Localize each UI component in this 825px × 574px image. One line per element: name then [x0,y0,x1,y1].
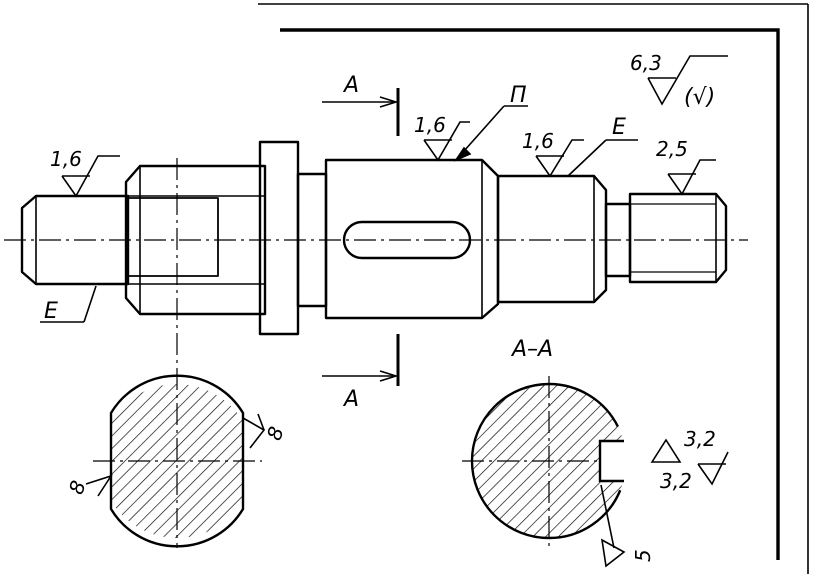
roughness-keyway-root: 5 [631,549,655,562]
shaft-main-view [20,140,728,336]
roughness-flat-right: 8 [262,423,289,443]
section-flats [109,374,245,548]
key-seat-section [324,158,500,320]
roughness-left-journal: 1,6 [50,147,82,171]
thread-section [628,192,728,284]
roughness-flat-left: 8 [64,477,91,497]
leaders [40,105,638,323]
section-mark-top: A [342,73,359,98]
right-journal [496,174,608,304]
roughness-right-journal: 1,6 [522,129,554,153]
section-mark-bottom: A [342,387,359,412]
roughness-key-seat: 1,6 [414,113,446,137]
roughness-thread: 2,5 [656,137,688,161]
roughness-keyway-side: 3,2 [660,469,692,493]
drawing-frame [258,3,809,574]
flat-rect [128,197,219,277]
cutting-plane [322,88,400,386]
section-title: A–A [510,337,553,362]
roughness-general: 6,3 [630,51,662,75]
roughness-symbols [61,55,729,568]
label-e-right: E [612,115,626,140]
roughness-keyway-bottom: 3,2 [684,427,716,451]
label-e-left: E [44,299,58,324]
section-keyway [470,382,640,540]
roughness-general-bracket: (√) [684,85,715,110]
label-p: П [510,83,527,108]
